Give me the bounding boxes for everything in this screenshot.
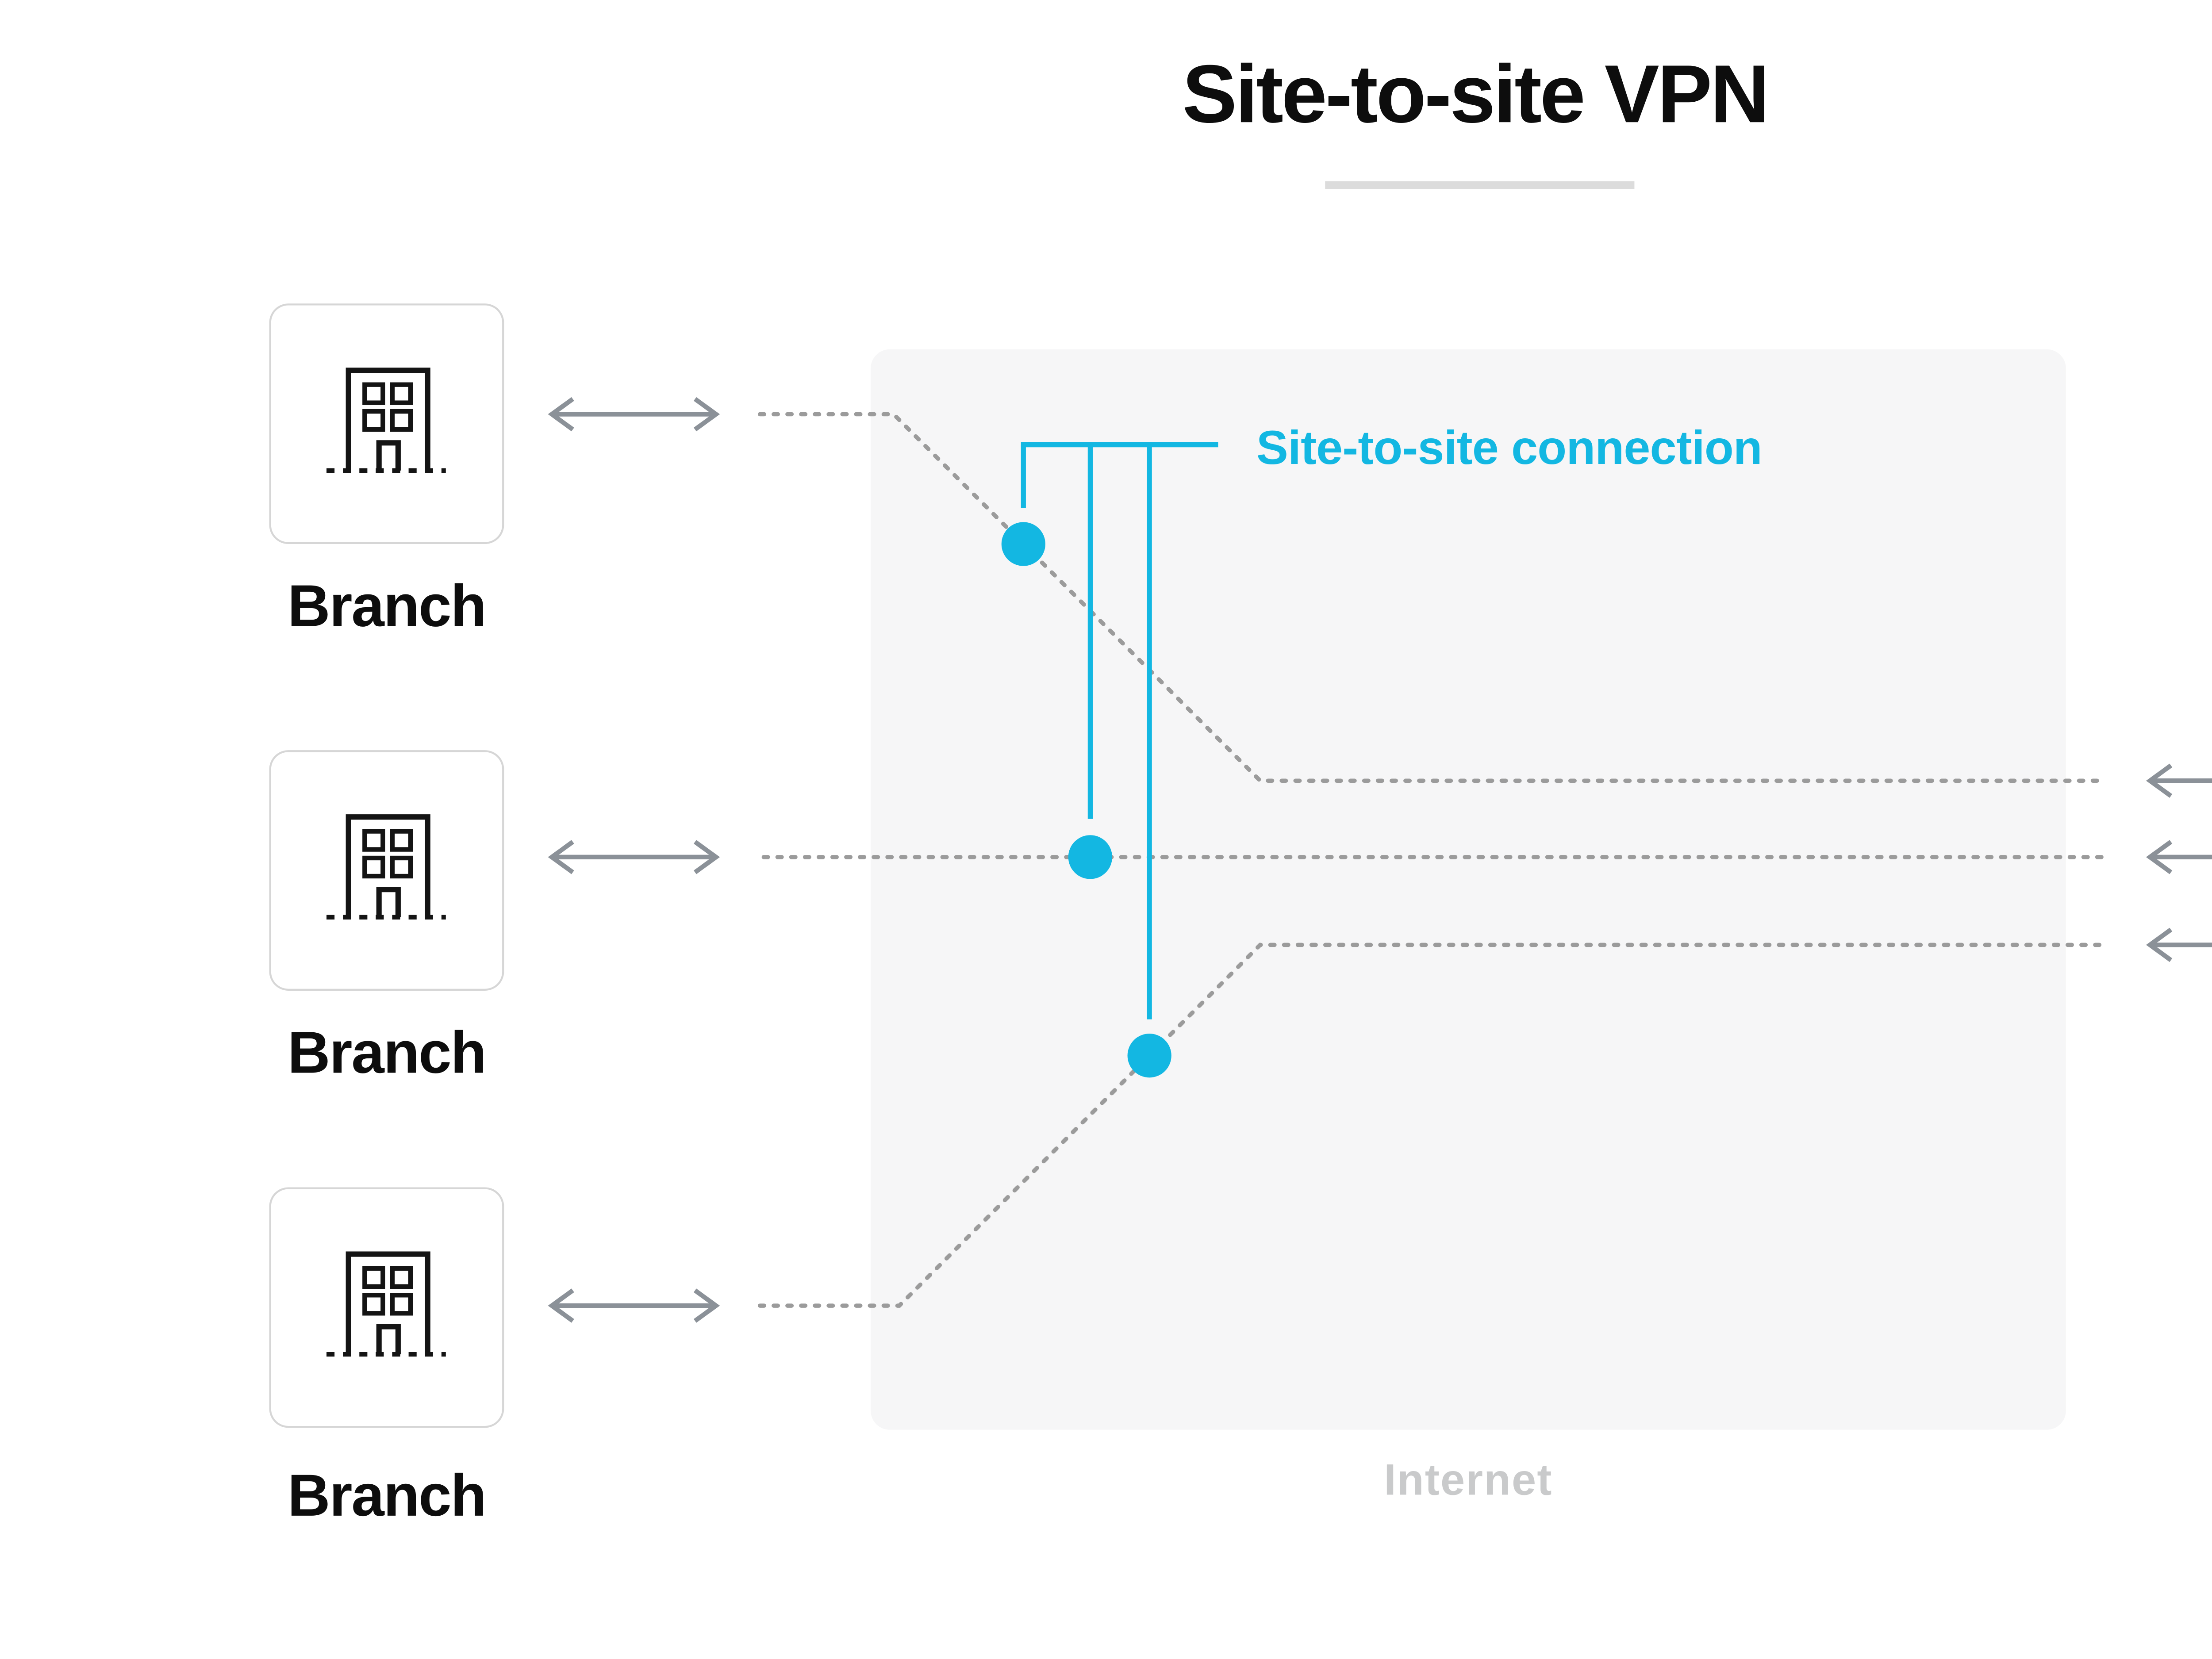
- branch-label-2: Branch: [287, 1019, 487, 1086]
- double-arrow-icon: [548, 397, 720, 432]
- right-arrows: [2146, 763, 2212, 962]
- double-arrow-icon: [548, 1288, 720, 1323]
- branch-node-1: [269, 303, 504, 544]
- branch-node-2: [269, 750, 504, 991]
- internet-label: Internet: [1384, 1454, 1553, 1504]
- left-arrows: [548, 397, 720, 1323]
- branch-building-icon: [326, 1251, 446, 1357]
- branch-label-1: Branch: [287, 572, 487, 640]
- branch-node-3: [269, 1187, 504, 1428]
- branch-building-icon: [326, 368, 446, 473]
- page-title: Site-to-site VPN: [1182, 50, 1769, 142]
- internet-area: [871, 349, 2066, 1430]
- branch-building-icon: [326, 814, 446, 920]
- title-underline: [1325, 181, 1635, 189]
- double-arrow-icon: [548, 840, 720, 874]
- double-arrow-icon: [2146, 840, 2212, 874]
- branch-label-3: Branch: [287, 1462, 487, 1529]
- connection-label: Site-to-site connection: [1256, 421, 1763, 475]
- double-arrow-icon: [2146, 927, 2212, 962]
- double-arrow-icon: [2146, 763, 2212, 798]
